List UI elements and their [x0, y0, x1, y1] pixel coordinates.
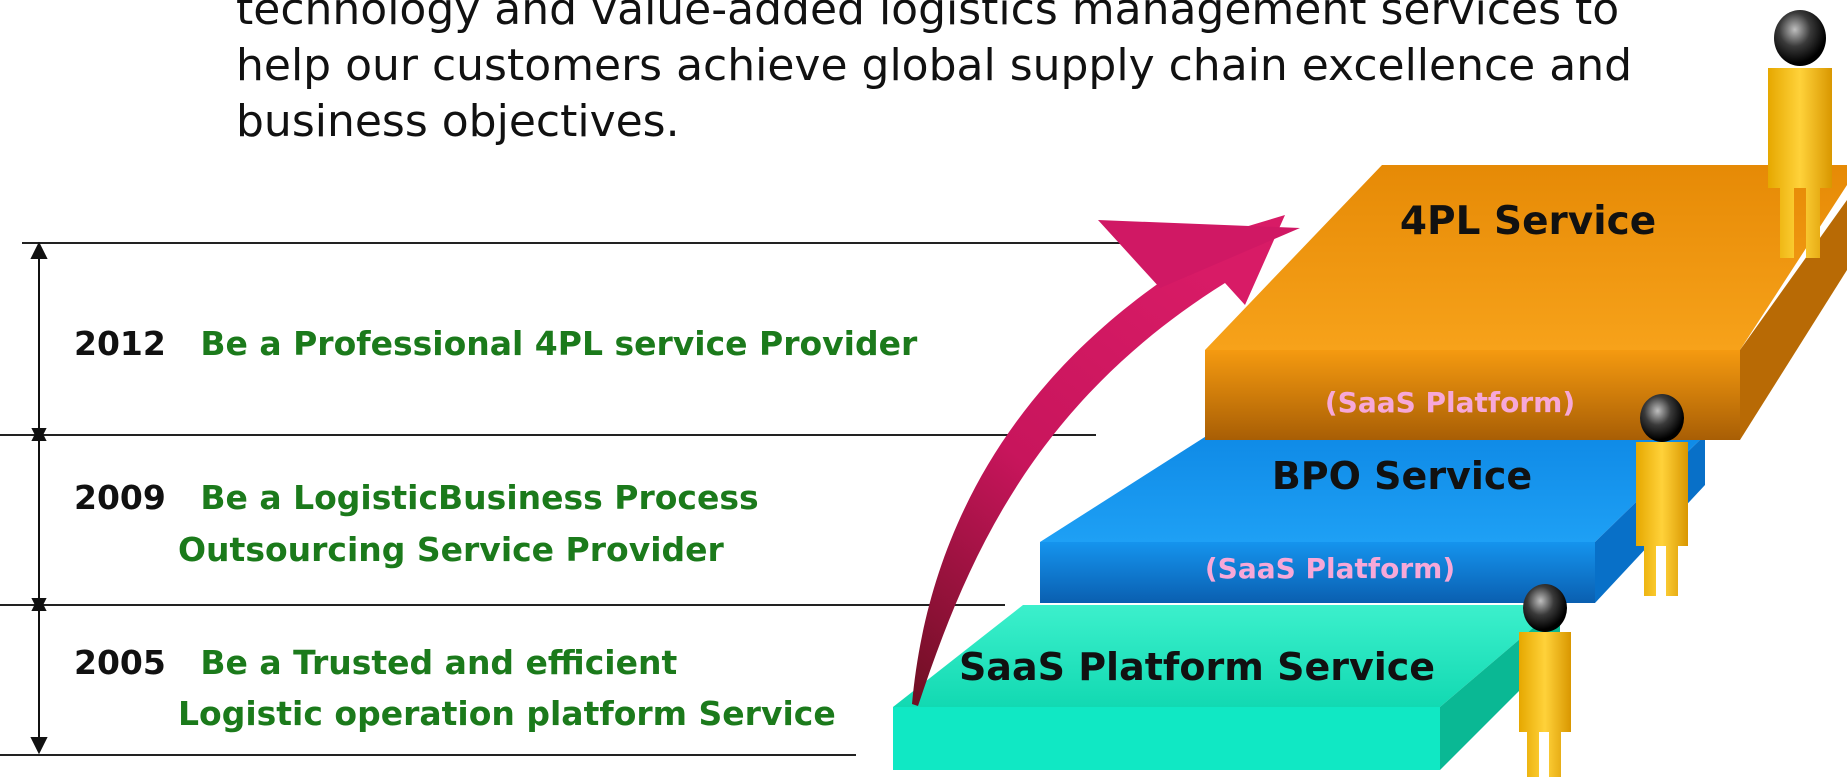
step-top-title: 4PL Service — [1400, 199, 1656, 244]
timeline-entry-2012: 2012 Be a Professional 4PL service Provi… — [74, 324, 917, 363]
timeline-vertical-axis — [30, 241, 48, 755]
intro-paragraph: technology and value-added logistics man… — [236, 0, 1756, 150]
step-middle-subtitle: (SaaS Platform) — [1205, 552, 1455, 585]
intro-line-3: business objectives. — [236, 96, 680, 147]
step-middle-title: BPO Service — [1272, 454, 1532, 498]
step-bottom-title: SaaS Platform Service — [959, 645, 1435, 689]
timeline-goal: Be a Trusted and efficient — [200, 643, 678, 682]
person-icon-top — [1768, 10, 1832, 258]
timeline-year: 2005 — [74, 643, 166, 682]
timeline-year: 2009 — [74, 478, 166, 517]
timeline-entry-2005: 2005 Be a Trusted and efficient — [74, 643, 677, 682]
timeline-entry-2009: 2009 Be a LogisticBusiness Process — [74, 478, 759, 517]
growth-arrow-icon — [912, 215, 1300, 706]
person-icon-middle — [1636, 394, 1688, 596]
intro-line-1: technology and value-added logistics man… — [236, 0, 1620, 35]
step-bottom-saas — [893, 605, 1560, 770]
step-top-subtitle: (SaaS Platform) — [1325, 386, 1575, 419]
timeline-year: 2012 — [74, 324, 166, 363]
timeline-goal: Be a LogisticBusiness Process — [200, 478, 759, 517]
timeline-entry-2009-cont: Outsourcing Service Provider — [178, 530, 724, 569]
step-middle-bpo — [1040, 435, 1705, 603]
person-icon-bottom — [1519, 584, 1571, 777]
timeline-goal: Outsourcing Service Provider — [178, 530, 724, 569]
step-top-4pl — [1205, 165, 1847, 440]
timeline-goal: Be a Professional 4PL service Provider — [200, 324, 918, 363]
timeline-goal: Logistic operation platform Service — [178, 694, 836, 733]
intro-line-2: help our customers achieve global supply… — [236, 40, 1633, 91]
timeline-entry-2005-cont: Logistic operation platform Service — [178, 694, 836, 733]
